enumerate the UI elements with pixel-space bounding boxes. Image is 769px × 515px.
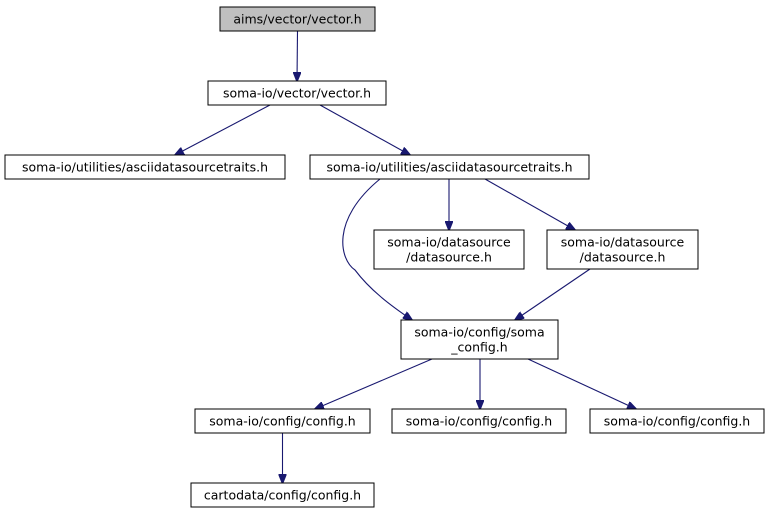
edge-n3-to-n6 — [342, 178, 412, 320]
node-label: soma-io/utilities/asciidatasourcetraits.… — [326, 160, 572, 175]
node-box — [219, 6, 376, 32]
node-label: soma-io/config/config.h — [604, 414, 750, 429]
node-box — [194, 408, 371, 434]
graph-node-n4[interactable]: soma-io/datasource/datasource.h — [373, 229, 525, 270]
edge-n6-to-n9 — [527, 358, 636, 409]
edge-n5-to-n6 — [515, 268, 591, 320]
node-label: soma-io/config/config.h — [209, 414, 355, 429]
graph-node-n6[interactable]: soma-io/config/soma_config.h — [400, 319, 559, 360]
nodes-layer: aims/vector/vector.h soma-io/vector/vecto… — [4, 6, 765, 508]
node-label: soma-io/vector/vector.h — [223, 86, 371, 101]
node-label: soma-io/config/config.h — [406, 414, 552, 429]
node-label: /datasource.h — [580, 250, 666, 265]
graph-node-n8[interactable]: soma-io/config/config.h — [391, 408, 567, 434]
edge-n6-to-n7 — [315, 358, 433, 409]
node-label: _config.h — [450, 340, 507, 355]
node-box — [373, 229, 525, 270]
node-box — [400, 319, 559, 360]
node-box — [207, 80, 387, 106]
graph-node-n7[interactable]: soma-io/config/config.h — [194, 408, 371, 434]
edge-n1-to-n3 — [319, 104, 410, 155]
graph-node-n2[interactable]: soma-io/utilities/asciidatasourcetraits.… — [4, 154, 286, 180]
node-box — [190, 482, 375, 508]
edges-layer — [175, 30, 636, 483]
graph-node-n5[interactable]: soma-io/datasource/datasource.h — [546, 229, 699, 270]
edge-n1-to-n2 — [175, 104, 271, 155]
node-label: aims/vector/vector.h — [233, 12, 361, 27]
node-label: /datasource.h — [406, 250, 492, 265]
node-label: soma-io/utilities/asciidatasourcetraits.… — [22, 160, 268, 175]
node-label: soma-io/datasource — [561, 235, 685, 250]
node-label: soma-io/datasource — [387, 235, 511, 250]
node-box — [546, 229, 699, 270]
node-label: cartodata/config/config.h — [204, 488, 361, 503]
node-box — [589, 408, 765, 434]
node-box — [4, 154, 286, 180]
graph-node-n3[interactable]: soma-io/utilities/asciidatasourcetraits.… — [309, 154, 590, 180]
edge-n0-to-n1 — [297, 30, 298, 81]
graph-node-n10[interactable]: cartodata/config/config.h — [190, 482, 375, 508]
graph-node-n1[interactable]: soma-io/vector/vector.h — [207, 80, 387, 106]
edge-n3-to-n5 — [484, 178, 575, 230]
node-label: soma-io/config/soma — [414, 325, 544, 340]
node-box — [309, 154, 590, 180]
graph-node-n0[interactable]: aims/vector/vector.h — [219, 6, 376, 32]
node-box — [391, 408, 567, 434]
graph-node-n9[interactable]: soma-io/config/config.h — [589, 408, 765, 434]
